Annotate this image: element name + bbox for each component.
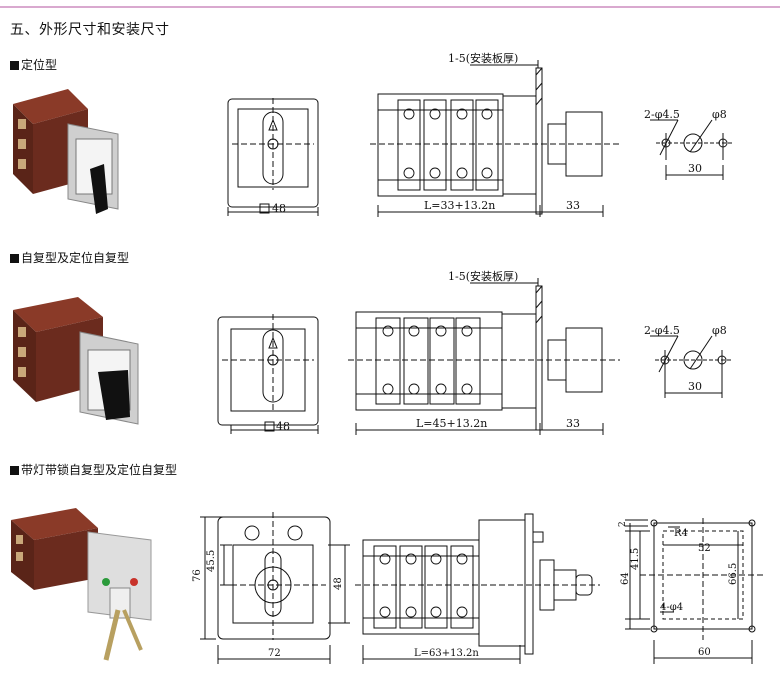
dim-inner-width-3: 52 [698,543,711,554]
bullet-square-icon [10,466,19,475]
section-heading-3: 带灯带锁自复型及定位自复型 [10,461,177,478]
dim-spacing-1: 30 [688,162,702,175]
side-view-3 [355,513,600,664]
dim-corner-radius-3: R4 [674,528,688,539]
product-photo-lamp-lock [11,508,152,661]
dim-length-2: L=45+13.2n [416,417,487,430]
page-title: 五、外形尺寸和安装尺寸 [10,22,170,38]
section-label: 自复型及定位自复型 [21,251,130,265]
dim-mount-holes-3: 4-φ4 [660,602,683,613]
dim-panel-thickness-2: 1-5(安装板厚) [448,269,518,283]
panel-cutout-3 [625,518,765,664]
front-view-3 [200,512,350,664]
dim-height-inner-3: 45.5 [206,550,217,572]
section-heading-1: 定位型 [10,56,57,73]
side-view-1 [370,60,620,217]
front-view-1 [227,98,319,216]
dim-length-3: L=63+13.2n [414,648,479,659]
dim-height-64-3: 64 [620,572,631,585]
section-label: 定位型 [21,58,58,72]
dim-height-665-3: 66.5 [728,563,739,585]
product-photo-self-reset [13,297,139,425]
bullet-square-icon [10,61,19,70]
dim-bottom-width-3: 60 [698,647,711,658]
dim-holes-1: 2-φ4.5 [644,108,680,121]
hole-layout-2 [650,335,732,398]
product-photo-positioning [13,89,119,214]
dim-front-width-3: 72 [268,648,281,659]
bullet-square-icon [10,254,19,263]
dim-inner-height-3: 41.5 [630,548,641,570]
dim-front-width-2: 48 [276,420,290,433]
top-divider-line [0,6,780,8]
hole-layout-1 [650,119,733,180]
dim-holes-2: 2-φ4.5 [644,324,680,337]
dim-spacing-2: 30 [688,380,702,393]
dim-length-1: L=33+13.2n [424,199,495,212]
dim-center-hole-2: φ8 [712,324,727,337]
dim-panel-thickness-1: 1-5(安装板厚) [448,51,518,65]
dim-front-width-1: 48 [272,202,286,215]
section-heading-2: 自复型及定位自复型 [10,249,129,266]
dim-top-gap-3: 2 [618,521,628,527]
dim-center-hole-1: φ8 [712,108,727,121]
dim-knob-1: 33 [566,199,580,212]
dim-knob-2: 33 [566,417,580,430]
side-view-2 [348,278,620,435]
section-label: 带灯带锁自复型及定位自复型 [21,463,178,477]
dim-right-height-3: 48 [333,577,344,590]
front-view-2 [217,314,319,434]
dim-height-outer-3: 76 [192,569,203,582]
